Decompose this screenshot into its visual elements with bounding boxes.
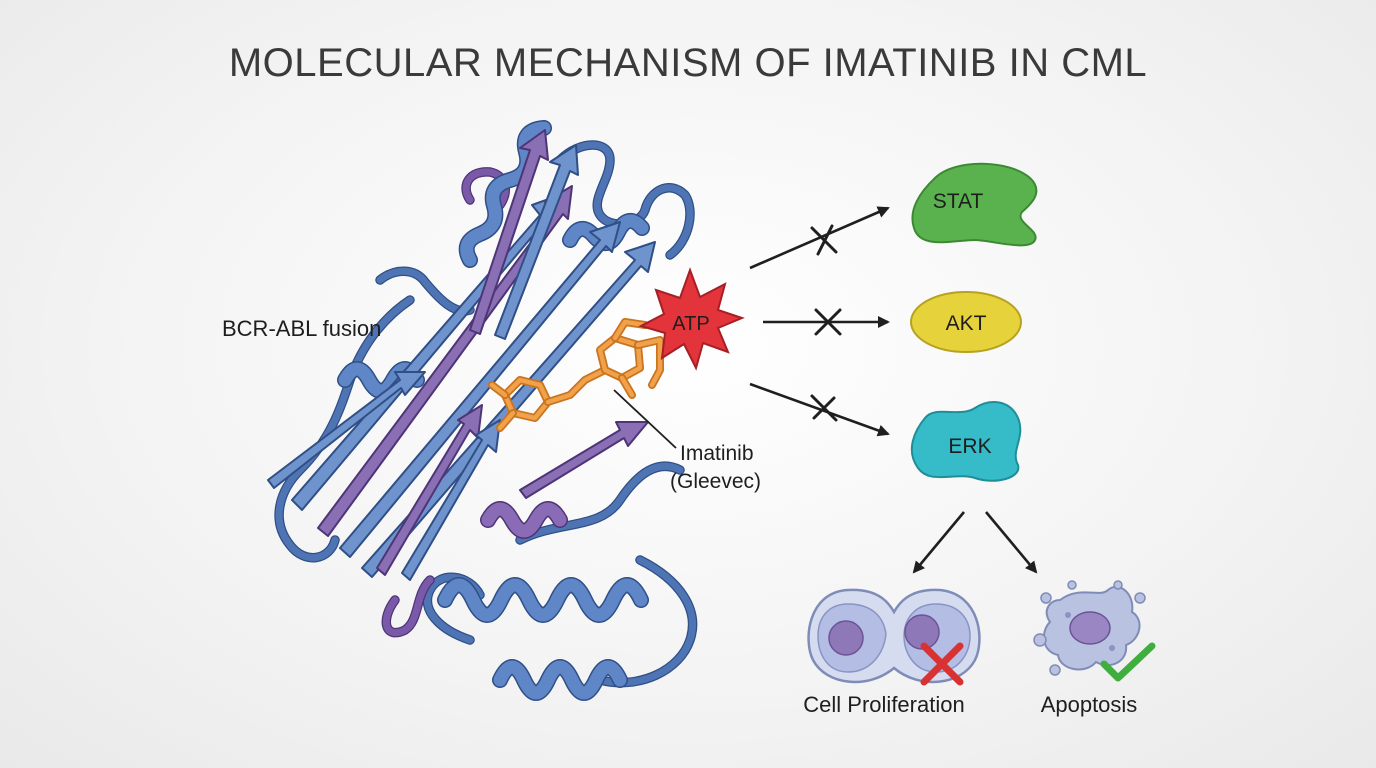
akt-node: AKT <box>910 291 1022 353</box>
red-x-icon <box>920 642 964 686</box>
arrow-to-stat <box>749 206 890 270</box>
erk-node: ERK <box>910 401 1022 482</box>
bottom-helix <box>437 577 649 701</box>
dividing-cell-illustration <box>807 588 981 686</box>
bcr-abl-protein-structure <box>267 120 698 701</box>
apoptotic-cell-illustration <box>1033 580 1156 682</box>
arrow-to-akt <box>763 308 890 336</box>
erk-label: ERK <box>948 435 991 458</box>
apoptosis-label: Apoptosis <box>1041 692 1138 717</box>
arrow-to-erk <box>749 382 890 437</box>
stat-shape <box>911 162 1038 247</box>
erk-shape <box>910 401 1022 482</box>
cross-icon <box>810 224 838 256</box>
cross-icon <box>814 308 842 336</box>
imatinib-label: Imatinib <box>680 442 754 465</box>
cell-proliferation-label: Cell Proliferation <box>803 692 964 717</box>
arrow-to-apoptosis <box>985 511 1038 574</box>
imatinib-pointer-line <box>613 389 677 449</box>
purple-helix <box>480 501 568 539</box>
page-title: MOLECULAR MECHANISM OF IMATINIB IN CML <box>229 41 1147 85</box>
arrow-to-proliferation <box>912 511 965 574</box>
atp-starburst: ATP <box>638 267 745 371</box>
stat-label: STAT <box>933 190 984 213</box>
green-check-icon <box>1100 642 1156 682</box>
imatinib-molecule <box>488 318 664 432</box>
akt-shape <box>910 291 1022 353</box>
akt-label: AKT <box>946 312 987 335</box>
gleevec-label: (Gleevec) <box>670 470 761 493</box>
atp-label: ATP <box>672 313 709 335</box>
cross-icon <box>810 394 838 422</box>
stat-node: STAT <box>911 162 1038 247</box>
protein-label: BCR-ABL fusion <box>222 316 381 341</box>
